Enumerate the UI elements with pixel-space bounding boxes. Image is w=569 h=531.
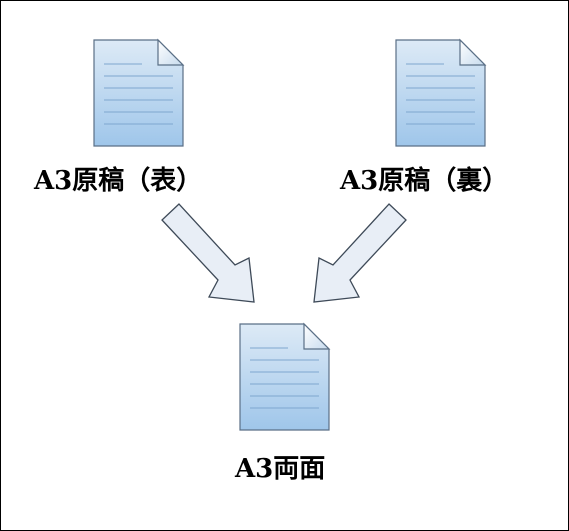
arrow-down-left-icon bbox=[313, 203, 407, 303]
document-icon bbox=[93, 38, 185, 147]
arrow-down-right-icon bbox=[161, 203, 255, 303]
document-icon bbox=[395, 38, 487, 147]
label-front-original: A3原稿（表） bbox=[34, 166, 203, 196]
label-back-original: A3原稿（裏） bbox=[340, 166, 509, 196]
label-duplex-output: A3両面 bbox=[235, 454, 326, 484]
document-icon bbox=[239, 322, 331, 431]
